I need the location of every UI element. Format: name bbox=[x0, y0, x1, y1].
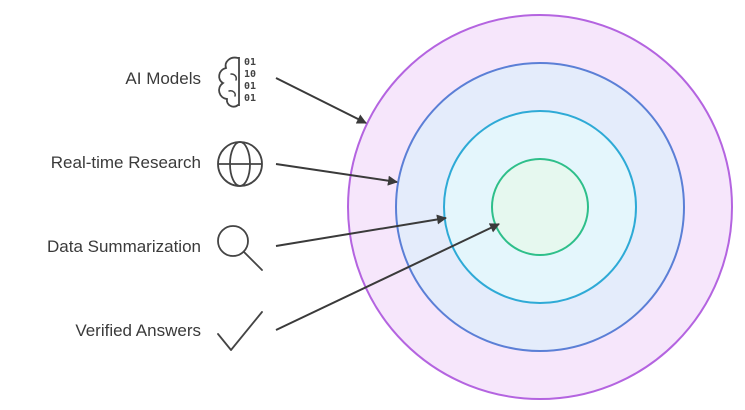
label-verified-answers: Verified Answers bbox=[75, 321, 201, 340]
binary-row-3: 01 bbox=[244, 81, 256, 92]
binary-row-1: 01 bbox=[244, 57, 256, 68]
brain-binary-icon: 01 10 01 01 bbox=[218, 56, 256, 108]
label-ai-models: AI Models bbox=[125, 69, 201, 88]
arrow-ai-models bbox=[275, 77, 367, 124]
arrow-data-summarization bbox=[275, 214, 447, 247]
magnifier-icon bbox=[217, 225, 263, 271]
checkmark-icon bbox=[217, 311, 263, 351]
label-real-time-research: Real-time Research bbox=[50, 153, 201, 172]
binary-row-4: 01 bbox=[244, 93, 256, 104]
label-data-summarization: Data Summarization bbox=[46, 237, 201, 256]
globe-icon bbox=[217, 141, 263, 187]
arrow-real-time-research bbox=[275, 163, 398, 186]
core-circle bbox=[491, 158, 589, 256]
arrow-verified-answers bbox=[275, 223, 500, 331]
binary-row-2: 10 bbox=[244, 69, 256, 80]
